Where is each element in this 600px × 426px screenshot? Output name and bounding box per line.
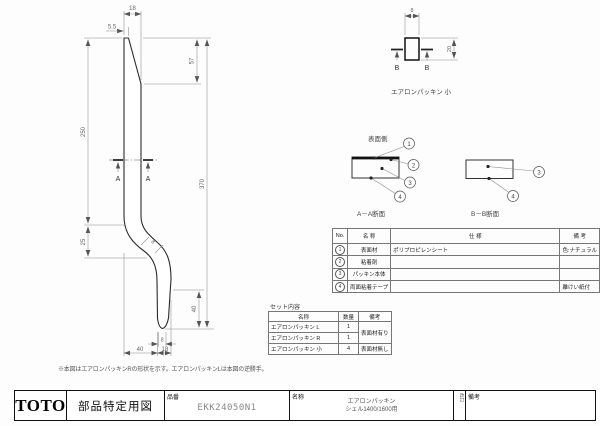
table-row: 1 表面材 ポリプロピレンシート 色:ナチュラル [332, 242, 600, 257]
part-spec [390, 255, 561, 269]
table-row: 4 両面粘着テープ 離けい紙付 [332, 279, 600, 294]
part-remark: 離けい紙付 [559, 279, 600, 294]
set-remark-lr: 表面材有り [358, 321, 392, 344]
section-b-label-right: B [425, 65, 430, 72]
part-number-value: EKK24050N1 [197, 403, 257, 413]
section-a-label-right: A [146, 176, 151, 183]
section-b-label-left: B [395, 65, 400, 72]
part-name: 両面粘着テープ [346, 279, 392, 294]
set-remark-small: 表面材無し [358, 343, 392, 355]
revision-column-text: 改訂 [460, 393, 465, 402]
set-name: エアロンパッキン L [268, 321, 339, 333]
dim-right-tip: 40 [192, 305, 198, 312]
callout-b4: 4 [511, 194, 515, 200]
parts-table-header: No. 名 称 仕 様 備 考 [332, 228, 600, 244]
dim-tip-width: 8 [161, 338, 164, 344]
callout-3: 3 [408, 181, 412, 187]
dim-small-top: 8 [410, 8, 413, 14]
remarks-cell: 備考 [466, 391, 595, 420]
col-remark: 備考 [358, 311, 392, 322]
callout-b3: 3 [537, 170, 541, 176]
dim-bend-thickness: 8 [150, 239, 156, 246]
part-name: パッキン本体 [346, 267, 392, 281]
small-packing-outline [404, 37, 420, 61]
remarks-label: 備考 [468, 395, 481, 401]
part-name-label: 名称 [292, 395, 305, 401]
set-contents-table: 名称 数量 備考 エアロンパッキン L 1 表面材有り エアロンパッキン R 1… [268, 311, 392, 355]
set-qty: 4 [338, 343, 359, 355]
section-a-label-left: A [116, 176, 121, 183]
drawing-note: ※本図はエアロンパッキンRの形状を示す。エアロンパッキンLは本図の逆勝手。 [58, 367, 268, 373]
dim-taper: 57 [190, 57, 196, 64]
small-packing-caption: エアロンパッキン 小 [391, 87, 452, 96]
set-name: エアロンパッキン R [268, 332, 339, 344]
part-number-label: 品番 [167, 395, 180, 401]
part-name: 粘着剤 [346, 255, 392, 269]
dim-bottom-run: 40 [137, 347, 144, 353]
set-table-header: 名称 数量 備考 [268, 311, 392, 322]
dim-upper-left: 250 [81, 126, 87, 137]
section-b-caption: B－B断面 [471, 209, 500, 218]
set-table-title: セット内容 [270, 305, 301, 311]
toto-logo: TOTO [15, 391, 67, 420]
title-block: TOTO 部品特定用図 品番 EKK24050N1 名称 エアロンパッキン シェ… [14, 390, 596, 421]
col-remark: 備 考 [559, 228, 600, 244]
part-name-line1: エアロンパッキン [347, 399, 396, 405]
row-circle-number: 2 [335, 256, 345, 267]
col-no: No. [332, 228, 348, 244]
col-spec: 仕 様 [390, 228, 561, 244]
dim-bottom-tip: 18 [162, 347, 169, 353]
dim-cap: 5.5 [108, 25, 117, 31]
part-remark [559, 255, 600, 269]
callout-4: 4 [398, 195, 402, 201]
table-row: 3 パッキン本体 [332, 267, 600, 281]
row-circle-number: 4 [335, 281, 345, 292]
part-name: 表面材 [346, 242, 392, 257]
row-circle-number: 3 [335, 269, 345, 280]
small-packing-drawing: 8 20 B B エアロンパッキン 小 [391, 8, 458, 96]
dim-top-width: 18 [129, 6, 136, 12]
dim-overall: 370 [200, 178, 206, 189]
table-row: 2 粘着剤 [332, 255, 600, 269]
surface-side-label: 表面側 [368, 134, 388, 143]
part-spec [390, 267, 561, 281]
gasket-profile-outline [123, 37, 172, 330]
part-number-cell: 品番 EKK24050N1 [165, 391, 290, 420]
part-remark [559, 267, 600, 281]
document-type: 部品特定用図 [67, 391, 165, 420]
dim-left-small: 25 [81, 238, 87, 245]
col-name: 名称 [268, 311, 339, 322]
set-qty: 1 [338, 321, 359, 333]
section-b-cut-marks: B B [391, 48, 433, 72]
part-name-line2: シェル1400/1600用 [345, 406, 398, 413]
section-a-cut-marks: A A [109, 159, 157, 183]
part-spec: ポリプロピレンシート [390, 242, 561, 257]
dim-small-side: 20 [447, 46, 453, 52]
part-name-cell: 名称 エアロンパッキン シェル1400/1600用 [290, 391, 454, 420]
parts-table: No. 名 称 仕 様 備 考 1 表面材 ポリプロピレンシート 色:ナチュラル… [332, 228, 600, 294]
section-a-caption: A－A断面 [357, 209, 386, 218]
row-circle-number: 1 [335, 244, 345, 255]
list-item: エアロンパッキン 小 4 表面材無し [268, 343, 392, 355]
set-name: エアロンパッキン 小 [268, 343, 339, 355]
section-a-view: 表面側 1 2 3 4 A－A断面 [351, 134, 420, 218]
set-qty: 1 [338, 332, 359, 344]
callout-1: 1 [407, 142, 411, 148]
part-remark: 色:ナチュラル [559, 242, 600, 257]
part-spec [390, 279, 561, 294]
revision-column: 改訂 [454, 391, 466, 420]
list-item: エアロンパッキン L 1 表面材有り [268, 321, 392, 344]
section-b-view: 3 4 B－B断面 [465, 159, 545, 218]
main-profile-drawing: 18 5.5 57 250 25 370 40 8 [81, 6, 214, 356]
col-qty: 数量 [338, 311, 359, 322]
callout-2: 2 [412, 163, 416, 169]
col-name: 名 称 [346, 228, 392, 244]
